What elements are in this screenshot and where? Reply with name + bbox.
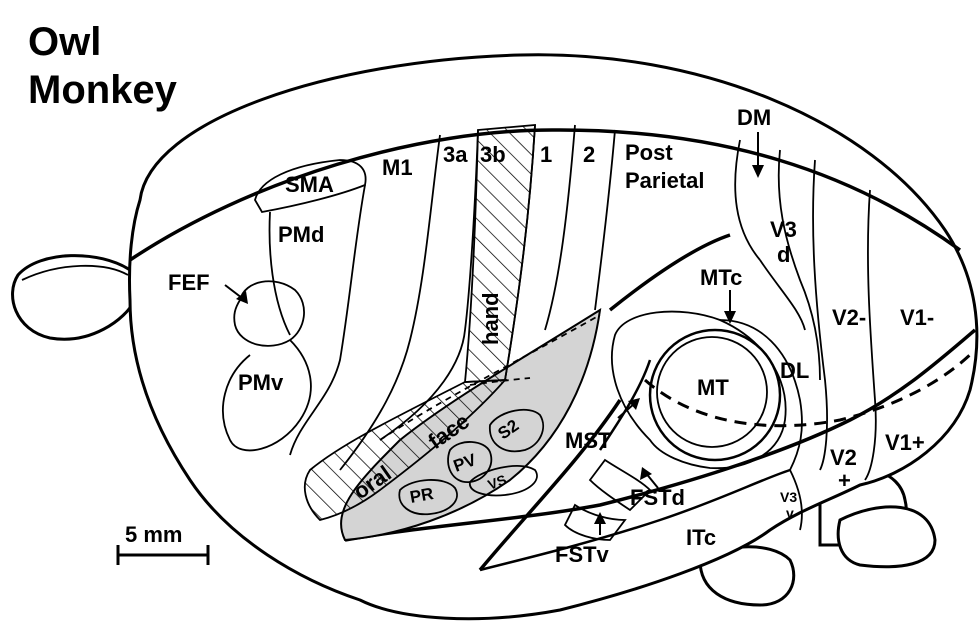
- fstv-region: [563, 503, 627, 541]
- pmv-boundary: [222, 339, 312, 452]
- label-v1minus: V1-: [900, 305, 934, 330]
- label-dl: DL: [780, 358, 809, 383]
- area1-boundary: [544, 124, 576, 331]
- label-v2plus-2: +: [838, 468, 851, 493]
- label-parietal: Parietal: [625, 168, 705, 193]
- face-oral-hatch: [303, 378, 508, 521]
- scale-bar: [116, 545, 210, 565]
- vs-box: [469, 465, 538, 497]
- label-v3d-1: V3: [770, 217, 797, 242]
- lateral-sulcus: [608, 233, 731, 312]
- arrow-fstd: [640, 467, 659, 489]
- v1-boundary: [864, 189, 877, 481]
- brainstem-lower: [836, 505, 937, 569]
- label-1: 1: [540, 142, 552, 167]
- label-v2plus-1: V2: [830, 445, 857, 470]
- dorsal-midline: [129, 128, 962, 262]
- label-v3v-2: v: [786, 505, 794, 521]
- pr-box: [398, 479, 458, 516]
- v2-boundary: [812, 159, 828, 471]
- sts-inner: [598, 359, 652, 451]
- m1-boundary-right: [339, 134, 441, 471]
- v3d-boundary-left: [759, 259, 806, 331]
- arrow-mtc: [724, 290, 736, 324]
- label-v1plus: V1+: [885, 430, 925, 455]
- label-3a: 3a: [443, 142, 468, 167]
- label-mt: MT: [697, 375, 729, 400]
- label-hand: hand: [478, 292, 503, 345]
- label-3b: 3b: [480, 142, 506, 167]
- label-fef: FEF: [168, 270, 210, 295]
- arrow-fstv: [594, 512, 606, 535]
- mst-outline: [611, 310, 787, 470]
- dl-boundary: [719, 319, 803, 471]
- mt-outer: [648, 328, 782, 462]
- olfactory-inner: [21, 264, 129, 281]
- label-dm: DM: [737, 105, 771, 130]
- label-mst: MST: [565, 428, 612, 453]
- label-vs: VS: [486, 471, 509, 492]
- dm-boundary: [734, 139, 761, 261]
- arrow-mst: [617, 398, 640, 419]
- arrow-dm: [752, 132, 764, 178]
- label-v3v-1: V3: [780, 489, 797, 505]
- label-2: 2: [583, 142, 595, 167]
- title-line-1: Owl: [28, 20, 102, 64]
- label-m1: M1: [382, 155, 413, 180]
- s2-box: [489, 408, 545, 453]
- sma-boundary: [254, 159, 367, 213]
- m1-boundary-left: [289, 184, 366, 456]
- label-mtc: MTc: [700, 265, 742, 290]
- shaded-dashed: [379, 314, 601, 441]
- area2-boundary: [594, 129, 616, 311]
- label-post: Post: [625, 140, 673, 165]
- scale-bar-label: 5 mm: [125, 522, 182, 547]
- title-line-2: Monkey: [28, 68, 177, 112]
- label-sma: SMA: [285, 172, 334, 197]
- temporal-edge: [344, 328, 977, 542]
- label-pmd: PMd: [278, 222, 324, 247]
- olfactory-bulb: [11, 254, 137, 341]
- label-v3d-2: d: [777, 242, 790, 267]
- pmd-boundary: [268, 211, 291, 336]
- label-pr: PR: [408, 484, 435, 507]
- lower-sulcus: [479, 468, 791, 572]
- arrow-fef: [224, 284, 248, 304]
- label-v2minus: V2-: [832, 305, 866, 330]
- fstd-region: [588, 458, 652, 512]
- label-pmv: PMv: [238, 370, 284, 395]
- v3v-boundary: [789, 469, 803, 531]
- label-fstv: FSTv: [555, 542, 610, 567]
- label-fstd: FSTd: [630, 485, 685, 510]
- mt-inner: [656, 336, 768, 448]
- v3d-boundary-right: [777, 149, 821, 381]
- horizontal-meridian: [644, 348, 977, 428]
- sts-line: [478, 399, 622, 572]
- label-itc: ITc: [686, 525, 716, 550]
